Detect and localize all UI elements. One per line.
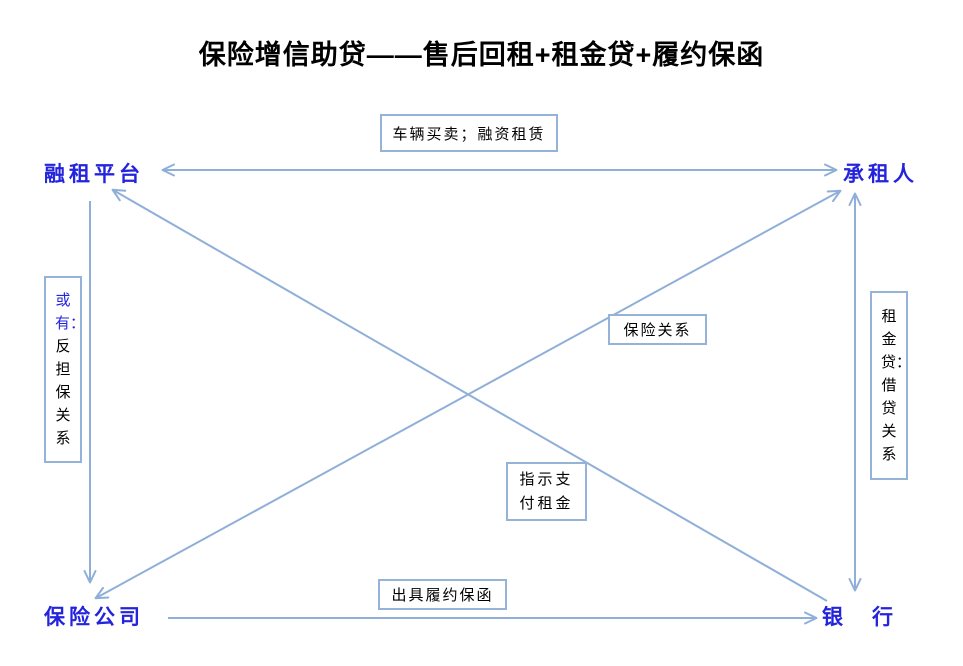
label-pay-instruction-text: 指示支付租金 bbox=[519, 470, 574, 512]
label-rent-loan-text: 租金贷：借贷关系 bbox=[881, 308, 912, 463]
edge-pay-instruction bbox=[111, 188, 828, 602]
label-vehicle-sale-lease: 车辆买卖；融资租赁 bbox=[380, 114, 558, 152]
node-insurance-company: 保险公司 bbox=[44, 606, 144, 629]
node-bank: 银 行 bbox=[822, 606, 897, 629]
node-financing-lease-platform: 融租平台 bbox=[44, 163, 144, 186]
label-counter-guarantee-rest: 反担保关系 bbox=[55, 338, 71, 447]
label-pay-instruction: 指示支付租金 bbox=[506, 462, 587, 521]
label-counter-guarantee: 或有： 反担保关系 bbox=[44, 276, 86, 463]
label-rent-loan: 租金贷：借贷关系 bbox=[870, 291, 912, 480]
label-counter-guarantee-highlight: 或有： bbox=[55, 292, 86, 332]
diagram-title: 保险增信助贷——售后回租+租金贷+履约保函 bbox=[198, 40, 765, 70]
node-lessee: 承租人 bbox=[843, 163, 918, 186]
label-bond-issue: 出具履约保函 bbox=[378, 579, 507, 610]
label-insurance-relation: 保险关系 bbox=[608, 314, 707, 345]
